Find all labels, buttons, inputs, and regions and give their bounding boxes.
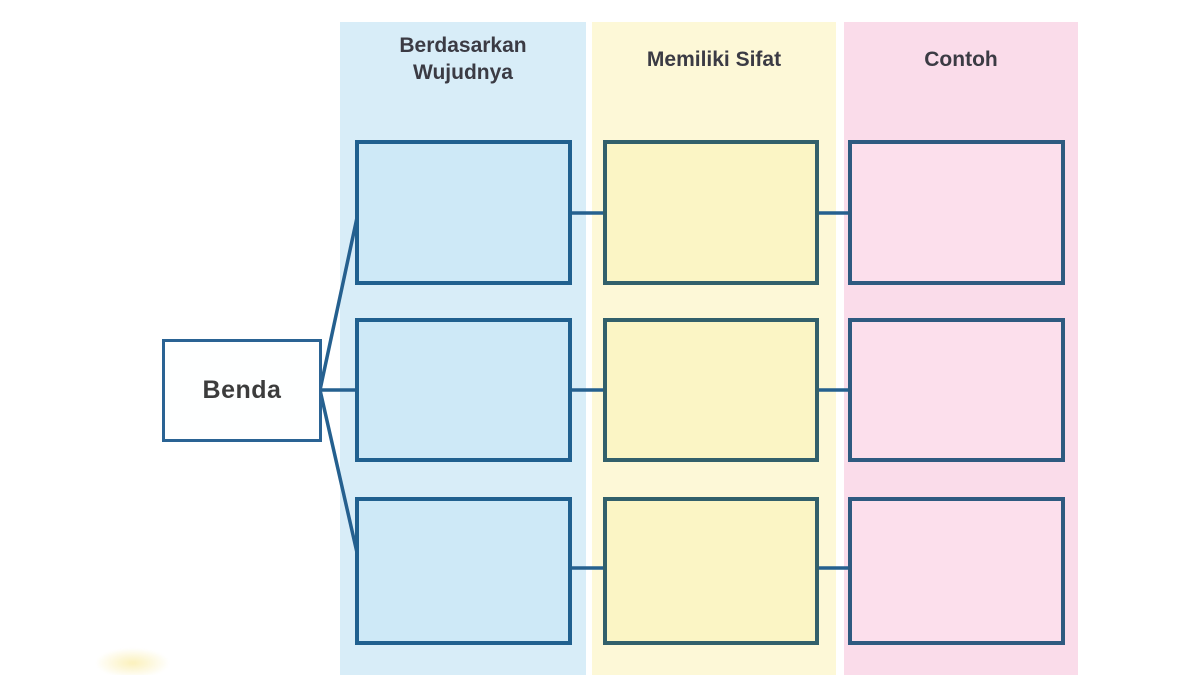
column-header-memiliki-sifat: Memiliki Sifat	[646, 47, 782, 71]
fill-box-sifat-row1[interactable]	[603, 140, 819, 285]
fill-box-wujudnya-row2[interactable]	[355, 318, 572, 462]
root-node-benda: Benda	[162, 339, 322, 442]
column-header-berdasarkan-wujudnya: Berdasarkan Wujudnya	[399, 34, 527, 84]
fill-box-contoh-row2[interactable]	[848, 318, 1065, 462]
fill-box-wujudnya-row1[interactable]	[355, 140, 572, 285]
scan-artifact-smudge	[95, 648, 170, 675]
fill-box-contoh-row1[interactable]	[848, 140, 1065, 285]
column-header-contoh: Contoh	[924, 47, 998, 71]
root-node-label: Benda	[202, 376, 282, 404]
fill-box-contoh-row3[interactable]	[848, 497, 1065, 645]
fill-box-sifat-row3[interactable]	[603, 497, 819, 645]
fill-box-wujudnya-row3[interactable]	[355, 497, 572, 645]
fill-box-sifat-row2[interactable]	[603, 318, 819, 462]
